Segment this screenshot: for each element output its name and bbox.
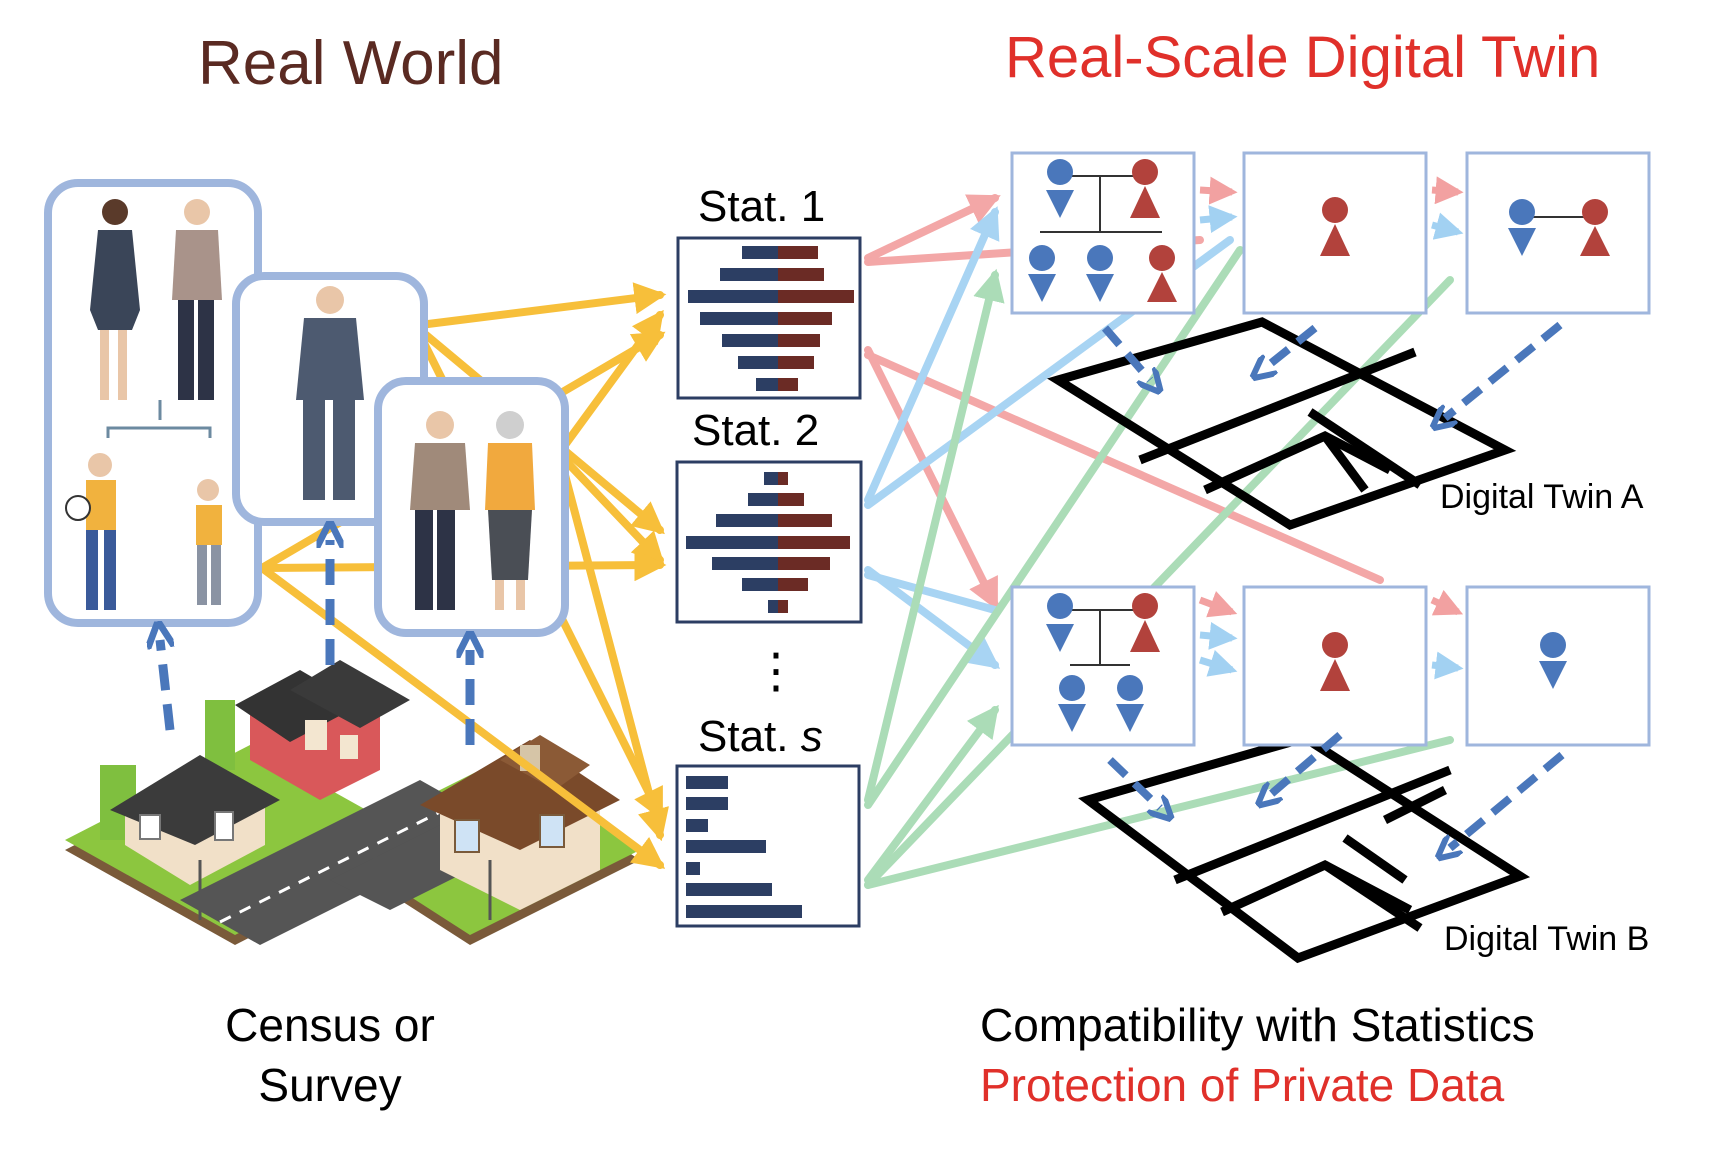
- caption-compatibility: Compatibility with Statistics: [980, 999, 1535, 1051]
- digital-twin-a: [1010, 151, 1651, 530]
- caption-privacy: Protection of Private Data: [980, 1059, 1505, 1111]
- label-digital-twin-b: Digital Twin B: [1444, 920, 1650, 958]
- label-stat-s: Stat. s: [698, 712, 823, 762]
- label-stat-1: Stat. 1: [698, 182, 826, 231]
- label-stat-s-prefix: Stat.: [698, 712, 801, 761]
- caption-census-line1: Census or: [225, 999, 435, 1051]
- elderly-couple-frame: [374, 377, 569, 637]
- stat-box-2: [675, 460, 863, 624]
- label-ellipsis: ⋮: [752, 645, 800, 698]
- survey-dashed-arrows: [160, 540, 470, 745]
- neighborhood-illustration: [65, 660, 640, 945]
- caption-census-line2: Survey: [258, 1059, 402, 1111]
- stat-box-s: [675, 764, 861, 928]
- label-stat-s-var: s: [800, 712, 823, 761]
- label-stat-2: Stat. 2: [692, 406, 820, 455]
- family-frame-1: [44, 179, 262, 627]
- heading-digital-twin: Real-Scale Digital Twin: [1005, 25, 1601, 90]
- digital-twin-b: [1010, 585, 1651, 964]
- heading-real-world: Real World: [198, 29, 504, 98]
- label-digital-twin-a: Digital Twin A: [1440, 478, 1644, 516]
- stat-box-1: [676, 236, 862, 400]
